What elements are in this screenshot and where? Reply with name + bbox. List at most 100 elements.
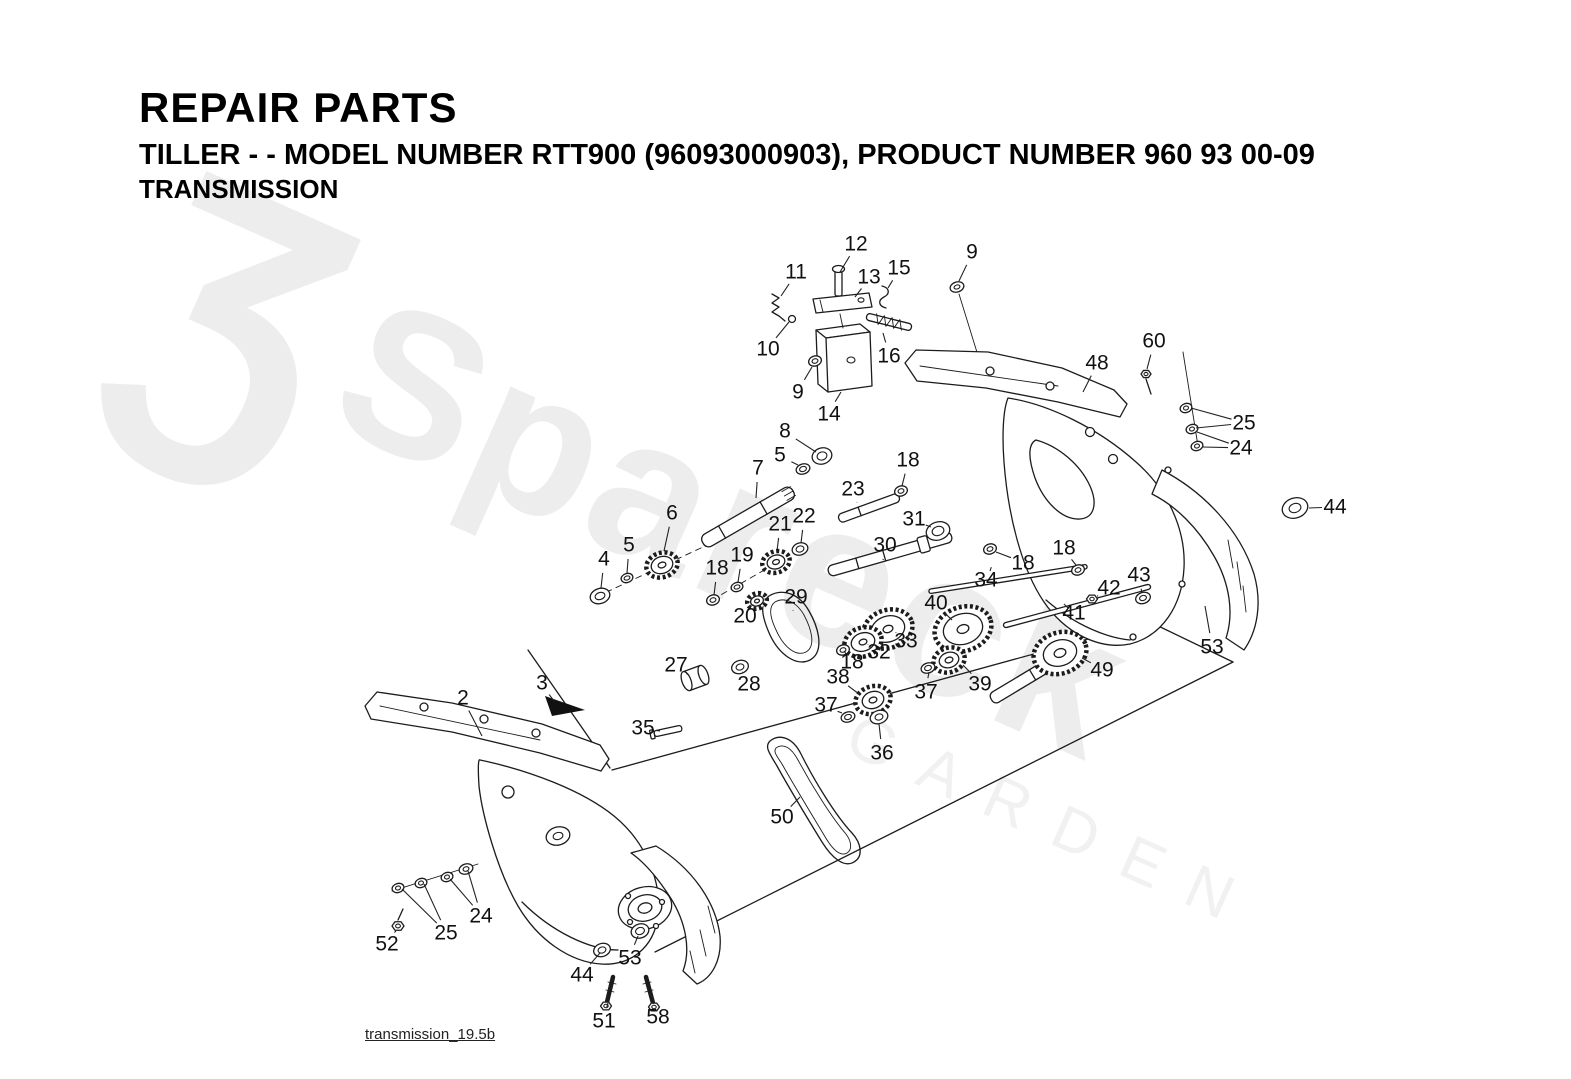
shaft-parts: [648, 486, 1152, 740]
leader-line-31: [925, 524, 932, 528]
leader-line-18: [995, 551, 1012, 559]
pivot-bracket-assembly: [771, 264, 913, 393]
leader-line-22: [800, 529, 804, 544]
gear: [644, 550, 680, 580]
callout-5: 5: [774, 444, 786, 467]
hex-nut: [599, 1001, 613, 1011]
leader-line-13: [854, 288, 862, 298]
washer: [630, 923, 650, 939]
washer: [1135, 591, 1151, 605]
washer: [1185, 423, 1199, 435]
leader-line-7: [755, 481, 758, 499]
leader-line-49: [1081, 657, 1092, 664]
hex-nut: [391, 921, 405, 931]
washer: [593, 942, 611, 958]
gear: [760, 548, 792, 576]
washer: [811, 447, 833, 465]
callout-43: 43: [1127, 564, 1150, 587]
callout-22: 22: [792, 505, 815, 528]
leader-line-50: [790, 796, 801, 807]
leader-line-6: [663, 526, 670, 552]
pin-35: [648, 724, 683, 740]
callout-18: 18: [840, 651, 863, 674]
washer: [731, 659, 749, 675]
washer: [730, 581, 744, 593]
gear: [744, 590, 770, 612]
leader-line-53: [1204, 605, 1211, 634]
leader-line-53: [633, 935, 639, 946]
callout-12: 12: [844, 233, 867, 256]
callout-44: 44: [1323, 496, 1347, 519]
leader-line-5: [626, 558, 629, 574]
callout-38: 38: [826, 666, 849, 689]
callout-18: 18: [1011, 552, 1034, 575]
callout-16: 16: [877, 345, 900, 368]
washer: [620, 572, 634, 584]
page-title: REPAIR PARTS: [139, 84, 458, 131]
leader-line-27: [686, 673, 690, 676]
callout-42: 42: [1097, 577, 1120, 600]
leader-line-44: [1308, 506, 1323, 509]
leader-line-15: [887, 280, 894, 289]
washer: [982, 543, 998, 555]
gear: [931, 645, 967, 675]
chain-29: [762, 591, 820, 663]
callout-13: 13: [857, 266, 880, 289]
leader-line-19: [737, 568, 741, 583]
leader-line-21: [776, 537, 780, 552]
callout-31: 31: [902, 508, 925, 531]
leader-line-2: [468, 710, 483, 737]
leader-line-52: [394, 930, 397, 933]
callout-41: 41: [1062, 602, 1085, 625]
washer-layer: [391, 281, 1309, 958]
leader-line-11: [780, 283, 790, 297]
leader-line-18: [901, 473, 906, 487]
leader-line-25: [401, 888, 438, 924]
callout-3: 3: [536, 672, 548, 695]
callout-25: 25: [434, 922, 457, 945]
leader-line-9: [803, 366, 813, 381]
callout-9: 9: [966, 241, 978, 264]
callout-49: 49: [1090, 659, 1113, 682]
leader-line-18: [843, 650, 847, 655]
shaft-30: [827, 531, 953, 577]
washer: [414, 877, 428, 889]
hex-nut: [647, 1002, 661, 1012]
callout-32: 32: [867, 641, 890, 664]
leader-line-24: [449, 878, 474, 906]
ball-10: [787, 314, 797, 324]
callout-20: 20: [733, 605, 756, 628]
callout-8: 8: [779, 420, 791, 443]
leader-line-44: [589, 952, 601, 965]
input-shaft-7: [701, 486, 796, 548]
leader-line-60: [1146, 354, 1152, 370]
washer: [1179, 402, 1193, 414]
gear: [853, 683, 893, 717]
callout-37: 37: [814, 694, 837, 717]
washer: [705, 594, 721, 606]
leader-line-34: [989, 567, 992, 572]
leader-line-9: [958, 264, 968, 282]
leader-line-4: [600, 572, 604, 589]
washer: [795, 463, 811, 475]
shaft-23: [837, 493, 901, 523]
leader-line-5: [791, 461, 799, 466]
callout-30: 30: [873, 534, 896, 557]
spring-11: [771, 293, 786, 322]
washer: [589, 587, 611, 605]
callout-24: 24: [1229, 437, 1253, 460]
bolt-51: [604, 974, 617, 1005]
leader-line-43: [1140, 588, 1143, 594]
hex-nut: [1140, 369, 1152, 379]
output-hub-flange: [617, 885, 673, 931]
callout-9: 9: [792, 381, 804, 404]
left-skirt: [630, 845, 721, 985]
leader-line-51: [606, 1002, 609, 1008]
plate-13: [812, 292, 873, 314]
leader-line-25: [1195, 423, 1232, 429]
rod-41: [1002, 583, 1152, 629]
callout-10: 10: [756, 338, 779, 361]
rod-34: [928, 563, 1088, 595]
